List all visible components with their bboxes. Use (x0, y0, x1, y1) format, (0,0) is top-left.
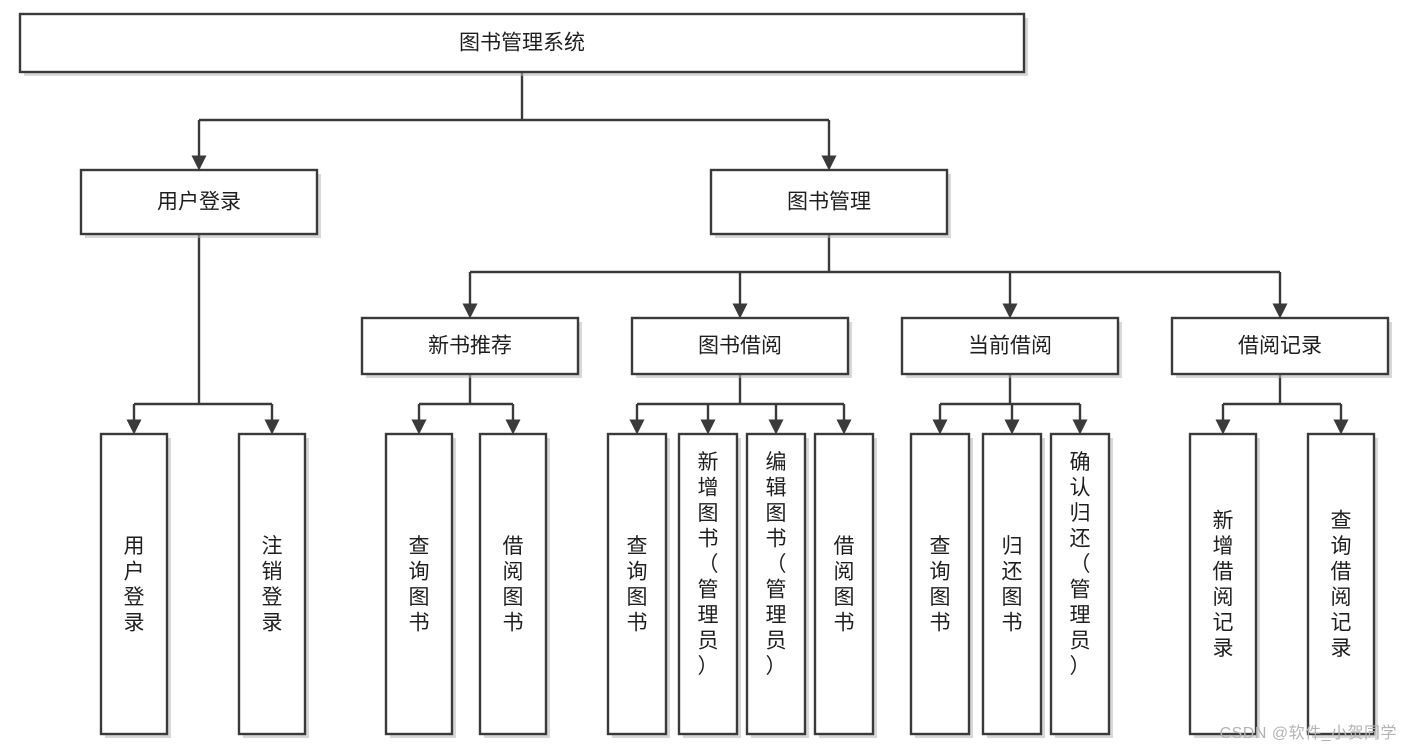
node-label: 新增借阅记录 (1213, 509, 1234, 660)
node-box[interactable] (1188, 432, 1258, 736)
node-box[interactable] (606, 432, 668, 736)
connector-group (126, 234, 280, 435)
leaf-node-2[interactable]: 注销登录 (237, 432, 309, 738)
node-label: 查询图书 (930, 535, 951, 635)
level2-node-1[interactable]: 新书推荐 (360, 316, 582, 378)
node-label: 编辑图书（管理员） (766, 451, 787, 678)
node-label: 图书借阅 (698, 335, 782, 358)
node-box[interactable] (745, 432, 807, 736)
node-box[interactable] (360, 316, 580, 376)
csdn-watermark: CSDN @软件_小贺同学 (1219, 725, 1397, 742)
level2-node-3[interactable]: 当前借阅 (900, 316, 1122, 378)
node-label: 归还图书 (1002, 535, 1023, 635)
node-label: 查询图书 (409, 535, 430, 635)
node-box[interactable] (709, 168, 949, 236)
arrow-head-icon (1272, 303, 1288, 319)
level2-node-4[interactable]: 借阅记录 (1170, 316, 1392, 378)
connector-group (411, 374, 521, 435)
leaf-node-5[interactable]: 查询图书 (606, 432, 670, 738)
leaf-node-8[interactable]: 借阅图书 (813, 432, 877, 738)
node-label: 用户登录 (157, 191, 241, 214)
leaf-node-3[interactable]: 查询图书 (384, 432, 456, 738)
arrow-head-icon (1215, 419, 1231, 435)
arrow-head-icon (264, 419, 280, 435)
node-label: 查询借阅记录 (1331, 509, 1352, 660)
level1-node-2[interactable]: 图书管理 (709, 168, 951, 238)
leaf-node-1[interactable]: 用户登录 (99, 432, 171, 738)
node-box[interactable] (99, 432, 169, 736)
node-box[interactable] (79, 168, 319, 236)
leaf-node-9[interactable]: 查询图书 (909, 432, 973, 738)
node-label: 借阅记录 (1238, 335, 1322, 358)
leaf-node-12[interactable]: 新增借阅记录 (1188, 432, 1260, 738)
node-box[interactable] (677, 432, 739, 736)
node-label: 新增图书（管理员） (698, 451, 719, 678)
node-box[interactable] (900, 316, 1120, 376)
connector-layer (126, 72, 1349, 435)
arrow-head-icon (505, 419, 521, 435)
arrow-head-icon (1002, 303, 1018, 319)
node-label: 图书管理系统 (459, 32, 585, 55)
leaf-node-6[interactable]: 新增图书（管理员） (677, 432, 741, 738)
node-box[interactable] (478, 432, 548, 736)
node-box[interactable] (813, 432, 875, 736)
node-box[interactable] (909, 432, 971, 736)
arrow-head-icon (1072, 419, 1088, 435)
node-label: 借阅图书 (503, 535, 524, 635)
connector-group (932, 374, 1088, 435)
node-label: 用户登录 (124, 535, 145, 635)
leaf-node-13[interactable]: 查询借阅记录 (1306, 432, 1378, 738)
arrow-head-icon (191, 155, 207, 171)
arrow-head-icon (411, 419, 427, 435)
node-box[interactable] (630, 316, 850, 376)
connector-group (1215, 374, 1349, 435)
leaf-node-7[interactable]: 编辑图书（管理员） (745, 432, 809, 738)
node-label: 确认归还（管理员） (1070, 451, 1091, 678)
node-box[interactable] (18, 12, 1026, 74)
node-layer: 图书管理系统用户登录图书管理新书推荐图书借阅当前借阅借阅记录用户登录注销登录查询… (18, 12, 1392, 738)
node-label: 图书管理 (787, 191, 871, 214)
node-box[interactable] (384, 432, 454, 736)
connector-group (462, 234, 1288, 319)
arrow-head-icon (768, 419, 784, 435)
arrow-head-icon (126, 419, 142, 435)
node-label: 注销登录 (262, 535, 283, 635)
arrow-head-icon (1004, 419, 1020, 435)
node-box[interactable] (1049, 432, 1111, 736)
arrow-head-icon (700, 419, 716, 435)
arrow-head-icon (462, 303, 478, 319)
root-node-1[interactable]: 图书管理系统 (18, 12, 1028, 76)
node-box[interactable] (1306, 432, 1376, 736)
arrow-head-icon (629, 419, 645, 435)
leaf-node-10[interactable]: 归还图书 (981, 432, 1045, 738)
connector-group (191, 72, 837, 171)
node-label: 查询图书 (627, 535, 648, 635)
arrow-head-icon (821, 155, 837, 171)
node-box[interactable] (237, 432, 307, 736)
level2-node-2[interactable]: 图书借阅 (630, 316, 852, 378)
node-box[interactable] (1170, 316, 1390, 376)
arrow-head-icon (836, 419, 852, 435)
connector-group (629, 374, 852, 435)
node-label: 借阅图书 (834, 535, 855, 635)
leaf-node-11[interactable]: 确认归还（管理员） (1049, 432, 1113, 738)
node-label: 新书推荐 (428, 335, 512, 358)
level1-node-1[interactable]: 用户登录 (79, 168, 321, 238)
arrow-head-icon (1333, 419, 1349, 435)
arrow-head-icon (932, 419, 948, 435)
node-label: 当前借阅 (968, 335, 1052, 358)
arrow-head-icon (732, 303, 748, 319)
leaf-node-4[interactable]: 借阅图书 (478, 432, 550, 738)
node-box[interactable] (981, 432, 1043, 736)
